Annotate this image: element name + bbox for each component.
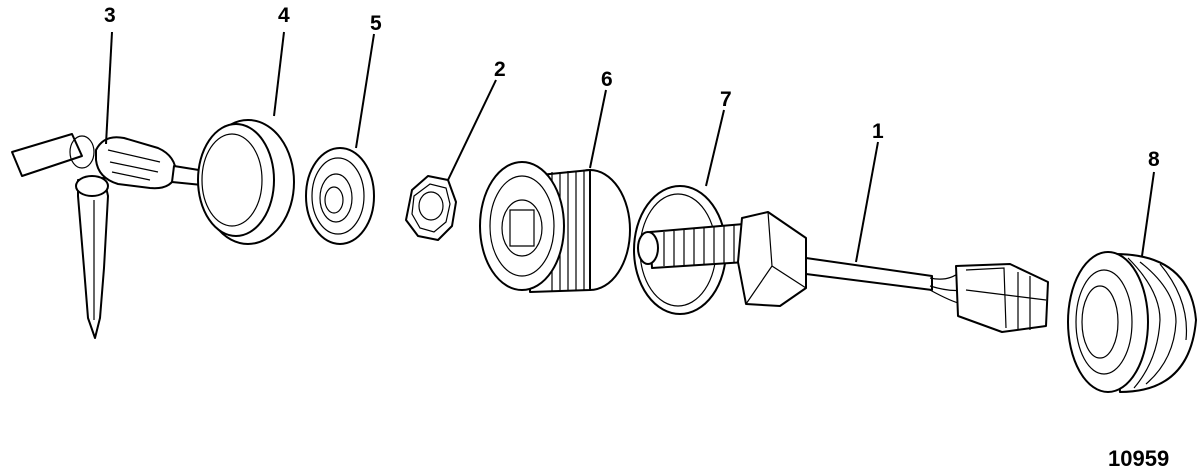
leader-3 bbox=[105, 31, 113, 145]
part-5-seal bbox=[305, 147, 375, 245]
leader-6 bbox=[589, 89, 607, 169]
callout-1: 1 bbox=[872, 120, 884, 143]
callout-8: 8 bbox=[1148, 148, 1160, 171]
callout-7: 7 bbox=[720, 88, 732, 111]
callout-2: 2 bbox=[494, 58, 506, 81]
leader-lines bbox=[105, 31, 1155, 263]
leader-4 bbox=[273, 31, 285, 117]
leader-1 bbox=[855, 141, 879, 263]
callout-labels: 3 4 5 2 6 7 1 8 bbox=[104, 4, 1160, 171]
callout-4: 4 bbox=[278, 4, 290, 27]
leader-5 bbox=[355, 33, 375, 149]
leader-2 bbox=[447, 79, 497, 181]
callout-6: 6 bbox=[601, 68, 613, 91]
callout-5: 5 bbox=[370, 12, 382, 35]
part-6-switch-housing bbox=[479, 161, 631, 293]
part-4-bezel-ring bbox=[197, 119, 295, 245]
leader-7 bbox=[705, 109, 725, 187]
part-1-ignition-switch bbox=[637, 211, 1049, 333]
part-2-hex-nut bbox=[405, 175, 457, 241]
figure-number: 10959 bbox=[1108, 446, 1169, 471]
callout-3: 3 bbox=[104, 4, 116, 27]
part-8-cap bbox=[1067, 251, 1197, 393]
leader-8 bbox=[1141, 171, 1155, 257]
